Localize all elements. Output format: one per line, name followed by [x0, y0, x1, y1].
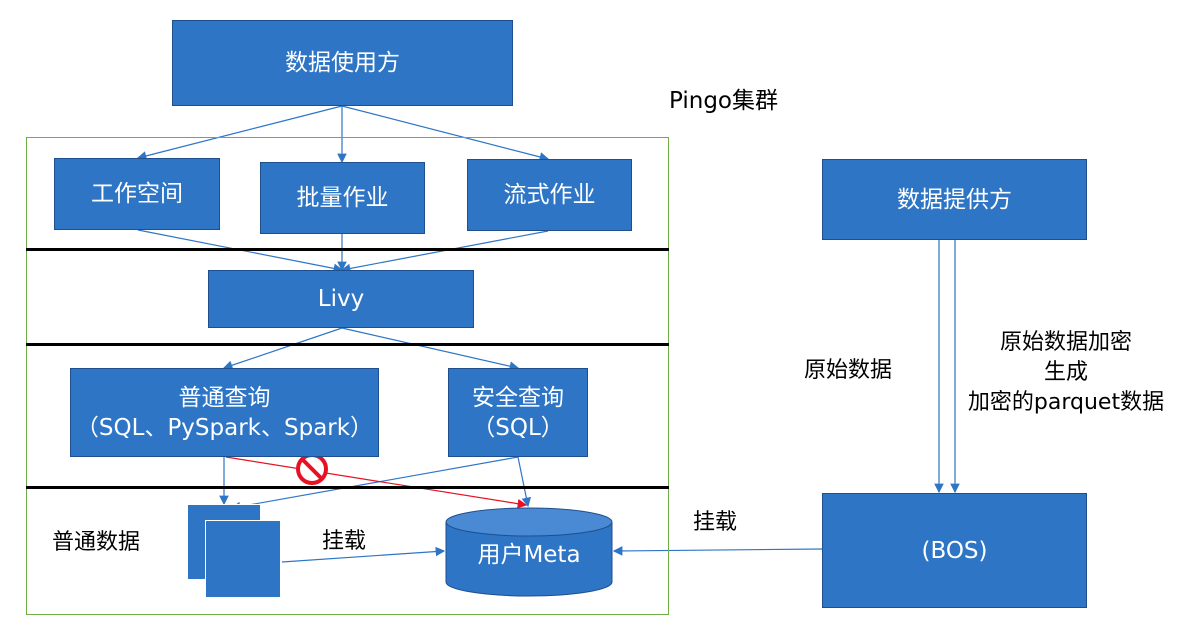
forbidden-path-line: [225, 456, 528, 509]
mount-label-right: 挂载: [693, 510, 738, 535]
normal-query-subtitle: （SQL、PySpark、Spark）: [75, 414, 374, 441]
mount-label-left: 挂载: [322, 529, 367, 554]
normal-data-label: 普通数据: [52, 530, 141, 555]
arrow-secure-data: [230, 456, 519, 512]
user-meta-cylinder: [445, 507, 613, 597]
arrow-data-meta: [281, 546, 446, 563]
data-provider-box: 数据提供方: [822, 159, 1087, 240]
bos-box: (BOS): [822, 493, 1087, 608]
arrow-consumer-stream: [341, 105, 550, 162]
encrypt-note-line-1: 原始数据加密: [999, 330, 1132, 355]
layer-separator-2: [26, 343, 669, 346]
secure-query-title: 安全查询: [472, 384, 564, 411]
layer-separator-3: [26, 486, 669, 489]
raw-data-label: 原始数据: [804, 358, 893, 383]
bos-label: (BOS): [921, 537, 988, 564]
normal-query-box: 普通查询 （SQL、PySpark、Spark）: [70, 368, 379, 457]
workspace-box: 工作空间: [54, 158, 220, 230]
pingo-cluster-frame: [26, 137, 669, 615]
encrypt-note: 原始数据加密 生成 加密的parquet数据: [952, 328, 1180, 418]
arrow-secure-meta: [517, 456, 532, 508]
arrow-bos-meta: [612, 546, 823, 556]
stream-job-box: 流式作业: [467, 159, 632, 231]
normal-query-title: 普通查询: [178, 384, 271, 411]
livy-label: Livy: [317, 286, 365, 312]
encrypt-note-line-3: 加密的parquet数据: [967, 390, 1165, 415]
cluster-label: Pingo集群: [669, 88, 779, 114]
batch-job-box: 批量作业: [260, 162, 425, 234]
secure-query-subtitle: （SQL）: [472, 414, 564, 441]
data-consumer-box: 数据使用方: [172, 20, 513, 106]
arrow-livy-secure: [341, 327, 520, 371]
batch-job-label: 批量作业: [296, 185, 389, 211]
arrow-livy-normal: [222, 327, 343, 370]
user-meta-label: 用户Meta: [477, 542, 581, 568]
encrypt-note-line-2: 生成: [1043, 360, 1088, 385]
document-icon-front: [205, 520, 281, 598]
livy-box: Livy: [208, 270, 474, 328]
data-provider-label: 数据提供方: [897, 186, 1012, 213]
arrow-consumer-workspace: [136, 105, 343, 161]
stream-job-label: 流式作业: [503, 182, 596, 208]
workspace-label: 工作空间: [91, 181, 183, 207]
secure-query-box: 安全查询 （SQL）: [448, 368, 588, 457]
data-consumer-label: 数据使用方: [285, 50, 400, 76]
layer-separator-1: [26, 248, 669, 251]
